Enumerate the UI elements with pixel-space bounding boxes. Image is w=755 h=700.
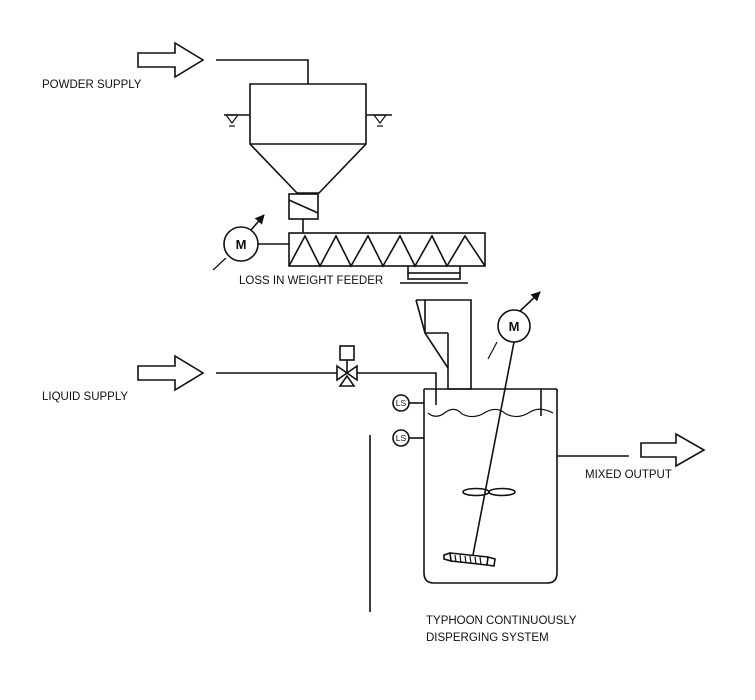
powder-supply-label: POWDER SUPPLY xyxy=(42,79,142,91)
mixer-shaft xyxy=(472,341,515,556)
system-label-line1: TYPHOON CONTINUOUSLY xyxy=(426,615,577,627)
svg-text:LS: LS xyxy=(396,398,407,408)
mixed-output-arrow xyxy=(640,432,706,468)
mixed-output-label: MIXED OUTPUT xyxy=(585,469,672,481)
feeder-base xyxy=(400,266,468,284)
rotary-valve xyxy=(288,193,319,220)
liquid-supply-label: LIQUID SUPPLY xyxy=(42,391,128,403)
feeder-label: LOSS IN WEIGHT FEEDER xyxy=(239,275,383,287)
liquid-line-downstream xyxy=(357,372,437,405)
control-valve xyxy=(336,345,358,387)
feeder-motor: M xyxy=(212,214,289,271)
liquid-supply-arrow xyxy=(137,354,205,392)
hopper-support-right xyxy=(366,114,392,127)
feed-chute xyxy=(415,299,472,390)
mixer-motor: M xyxy=(487,291,541,360)
feeder-motor-label: M xyxy=(236,237,247,252)
mixing-tank xyxy=(423,388,558,584)
level-switch-upper: LS xyxy=(392,394,424,412)
level-switch-lower: LS xyxy=(392,429,424,447)
powder-supply-arrow xyxy=(137,41,205,79)
hopper-support-left xyxy=(224,114,250,127)
svg-text:LS: LS xyxy=(396,433,407,443)
system-label-line2: DISPERGING SYSTEM xyxy=(426,632,549,644)
hopper xyxy=(249,83,367,194)
mixer-motor-label: M xyxy=(509,319,520,334)
screw-conveyor xyxy=(288,232,486,268)
mixer-impeller xyxy=(462,487,516,497)
liquid-surface xyxy=(427,408,554,418)
powder-supply-line xyxy=(216,59,309,84)
disperser-blade xyxy=(443,551,496,567)
